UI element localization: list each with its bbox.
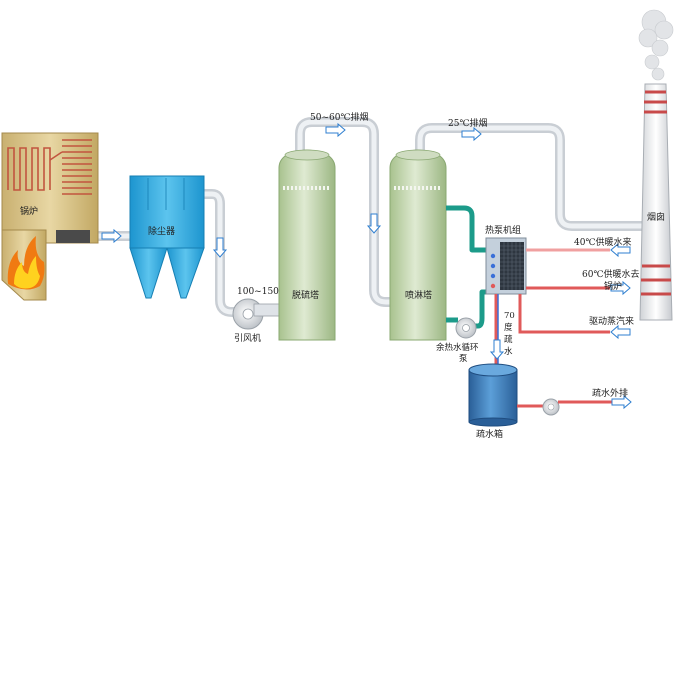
arrow-left-icon <box>610 324 631 340</box>
heating-water-out-label-1: 60℃供暖水去 <box>582 268 640 280</box>
desulfurization-tower-label: 脱硫塔 <box>292 289 319 301</box>
arrow-right-icon <box>610 280 631 296</box>
chimney-label: 烟囱 <box>647 211 665 223</box>
dust-collector: 除尘器 <box>129 175 205 299</box>
arrow-down-icon <box>212 237 228 258</box>
arrow-right-icon <box>461 126 482 142</box>
heat-pump-label: 热泵机组 <box>485 224 521 236</box>
drain-tank-label: 疏水箱 <box>476 428 503 440</box>
arrow-left-icon <box>610 242 631 258</box>
heating-water-out-label-2: 锅炉 <box>604 280 622 292</box>
arrow-right-icon <box>611 394 632 410</box>
waste-pump-label-2: 泵 <box>459 354 468 364</box>
drain-tank: 疏水箱 <box>468 363 518 440</box>
spray-tower: 喷淋塔 <box>389 149 447 341</box>
exhaust-25-label: 25℃排烟 <box>448 117 488 129</box>
arrow-down-icon <box>366 213 382 234</box>
temp-100-150-label: 100~150℃ <box>237 287 289 297</box>
drain-out-label: 疏水外排 <box>592 387 628 399</box>
smoke-icon <box>638 9 674 81</box>
drain-label-4: 水 <box>504 346 513 357</box>
fan-label: 引风机 <box>234 332 261 344</box>
flame-icon <box>7 236 45 290</box>
spray-tower-label: 喷淋塔 <box>405 289 432 301</box>
waste-pump-label-1: 余热水循环 <box>436 342 479 353</box>
arrow-right-icon <box>325 122 346 138</box>
exhaust-50-60-label: 50~60℃排烟 <box>310 111 369 123</box>
boiler: 锅炉 <box>1 132 99 301</box>
arrow-down-icon <box>489 339 505 360</box>
drain-label-3: 疏 <box>504 334 513 345</box>
boiler-label: 锅炉 <box>20 205 38 217</box>
dust-collector-label: 除尘器 <box>148 225 175 237</box>
desulfurization-tower: 脱硫塔 <box>278 149 336 341</box>
heat-pump-unit: 热泵机组 <box>485 224 527 295</box>
arrow-right-icon <box>101 228 122 244</box>
drain-label-1: 70 <box>504 311 515 321</box>
waste-heat-pump: 余热水循环 泵 <box>436 317 479 364</box>
waste-heat-water-pipes <box>446 205 488 329</box>
drain-out-line: 疏水外排 <box>517 387 632 416</box>
drain-label-2: 度 <box>504 322 513 333</box>
induced-draft-fan: 引风机 100~150℃ <box>232 287 289 344</box>
steam-in-label: 驱动蒸汽来 <box>589 315 634 327</box>
heating-water-in-label: 40℃供暖水来 <box>574 236 632 248</box>
chimney: 烟囱 <box>639 83 673 321</box>
